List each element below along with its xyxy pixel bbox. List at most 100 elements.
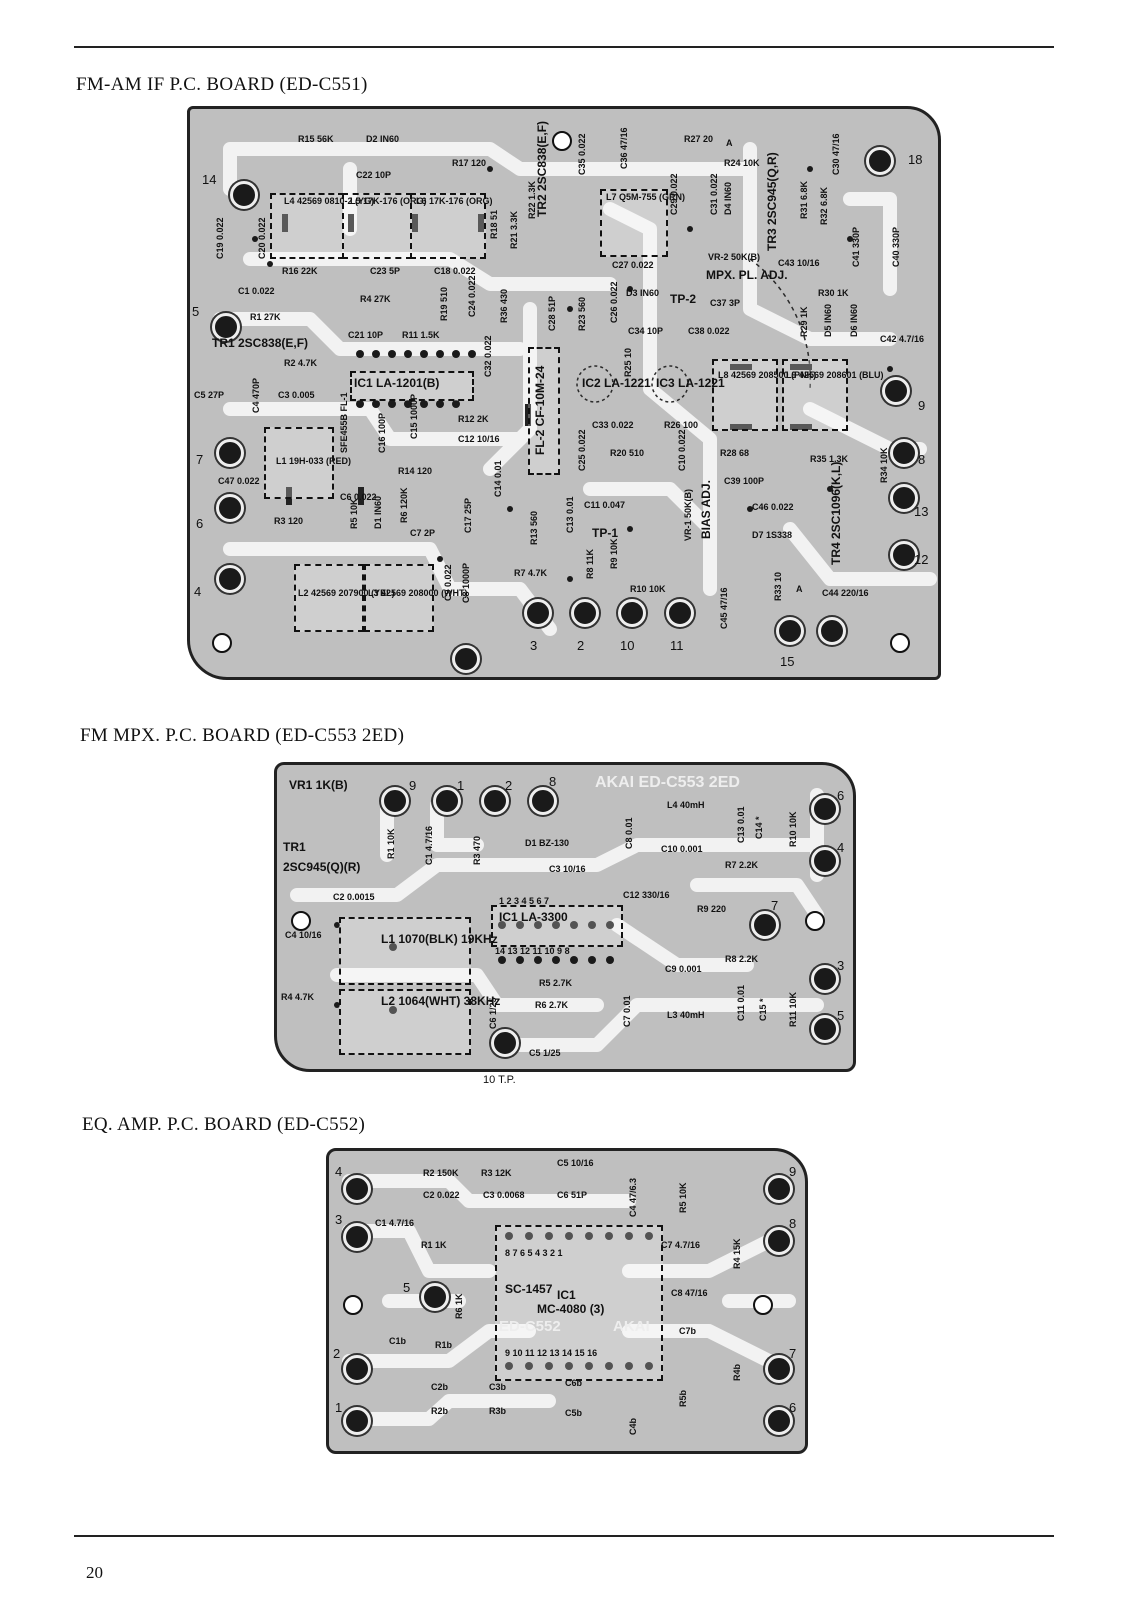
label-c10: C10 0.001 bbox=[661, 844, 703, 854]
terminal-8 bbox=[765, 1227, 793, 1255]
label-bias-adj: BIAS ADJ. bbox=[699, 480, 713, 539]
label-c23: C23 5P bbox=[370, 266, 401, 276]
label-r27: R27 20 bbox=[684, 134, 714, 144]
label-a: A bbox=[726, 138, 733, 148]
label-c36: C36 47/16 bbox=[619, 127, 629, 169]
label-l1: L1 19H-033 (RED) bbox=[276, 456, 352, 466]
label-c6: C6 1/25 bbox=[488, 997, 498, 1029]
label-r1: R1 1K bbox=[421, 1240, 447, 1250]
label-fl2: FL-2 CF-10M-24 bbox=[533, 365, 547, 455]
terminal-3 bbox=[343, 1223, 371, 1251]
terminal-3 bbox=[524, 599, 552, 627]
terminal-1 bbox=[433, 787, 461, 815]
label-r6: R6 120K bbox=[399, 487, 409, 523]
fm-am-if-traces bbox=[213, 142, 937, 636]
label-r7: R7 2.2K bbox=[725, 860, 759, 870]
label-l4: L4 42569 0810-2 (YG) bbox=[284, 196, 375, 206]
terminal-6 bbox=[765, 1407, 793, 1435]
terminal-unlabeled-2 bbox=[818, 617, 846, 645]
terminal-18 bbox=[866, 147, 894, 175]
fm-mpx-traces bbox=[290, 788, 824, 1052]
label-l3: L3 40mH bbox=[667, 1010, 705, 1020]
label-d3: D3 IN60 bbox=[626, 288, 660, 298]
label-ic2: IC2 LA-1221 bbox=[582, 376, 651, 390]
label-l1: L1 1070(BLK) 19KHz bbox=[381, 932, 498, 946]
label-mpx-pl-adj: MPX. PL. ADJ. bbox=[706, 268, 788, 282]
label-c19: C19 0.022 bbox=[215, 217, 225, 259]
board-brand: AKAI ED-C553 2ED bbox=[595, 774, 740, 791]
pin-label: 4 bbox=[194, 584, 202, 599]
label-ic1-bottom-pins: 9 10 11 12 13 14 15 16 bbox=[505, 1348, 598, 1358]
label-r10: R10 10K bbox=[630, 584, 666, 594]
pin-label: 2 bbox=[577, 638, 585, 653]
label-c8: C8 47/16 bbox=[671, 1288, 708, 1298]
pin-label: 13 bbox=[914, 504, 929, 519]
label-r5: R5 10K bbox=[349, 498, 359, 529]
label-r1b: R1b bbox=[435, 1340, 453, 1350]
label-c3: C3 0.005 bbox=[278, 390, 315, 400]
terminal-9 bbox=[381, 787, 409, 815]
pin-label: 4 bbox=[837, 840, 845, 855]
label-c6: C6 51P bbox=[557, 1190, 588, 1200]
label-c33: C33 0.022 bbox=[592, 420, 634, 430]
label-c31: C31 0.022 bbox=[709, 173, 719, 215]
mounting-hole bbox=[552, 131, 572, 151]
pin-label: 6 bbox=[196, 516, 204, 531]
terminal-5 bbox=[212, 313, 240, 341]
coil-l8-box bbox=[712, 359, 778, 431]
label-tr1-type: 2SC945(Q)(R) bbox=[283, 860, 361, 874]
terminal-8 bbox=[529, 787, 557, 815]
board-id: ED-C552 bbox=[499, 1318, 561, 1335]
label-c21: C21 10P bbox=[348, 330, 384, 340]
label-r10: R10 10K bbox=[788, 811, 798, 847]
label-c16: C16 100P bbox=[377, 412, 387, 453]
label-r2: R2 4.7K bbox=[284, 358, 318, 368]
label-c14: C14 * bbox=[754, 816, 764, 839]
pin-label: 8 bbox=[789, 1216, 797, 1231]
label-l3: L3 42569 208000 (WHT) bbox=[368, 588, 468, 598]
label-r12: R12 2K bbox=[458, 414, 489, 424]
label-c5: C5 27P bbox=[194, 390, 225, 400]
coil-l7-box bbox=[600, 189, 668, 257]
label-c1b: C1b bbox=[389, 1336, 407, 1346]
terminal-4 bbox=[343, 1175, 371, 1203]
mounting-hole bbox=[890, 633, 910, 653]
label-ic1: IC1 LA-1201(B) bbox=[354, 376, 440, 390]
pin-label: 7 bbox=[789, 1346, 797, 1361]
label-r17: R17 120 bbox=[452, 158, 487, 168]
label-r8: R8 11K bbox=[585, 548, 595, 579]
label-r11: R11 10K bbox=[788, 991, 798, 1027]
label-c13: C13 0.01 bbox=[565, 496, 575, 533]
pin-label: 11 bbox=[670, 638, 684, 653]
coil-l3-box bbox=[364, 564, 434, 632]
label-c2: C2 0.0015 bbox=[333, 892, 375, 902]
terminal-12 bbox=[890, 541, 918, 569]
label-r6: R6 2.7K bbox=[535, 1000, 569, 1010]
pin-label: 15 bbox=[780, 654, 795, 669]
label-c8: C8 0.01 bbox=[624, 817, 634, 849]
label-r4: R4 4.7K bbox=[281, 992, 315, 1002]
label-tr4: TR4 2SC1096(K,L) bbox=[829, 461, 843, 565]
pin-label: 4 bbox=[335, 1164, 343, 1179]
label-r31: R31 6.8K bbox=[799, 180, 809, 219]
label-c34: C34 10P bbox=[628, 326, 664, 336]
label-d7: D7 1S338 bbox=[752, 530, 793, 540]
label-r30: R30 1K bbox=[818, 288, 849, 298]
label-ic3: IC3 LA-1221 bbox=[656, 376, 725, 390]
label-r3: R3 470 bbox=[472, 835, 482, 865]
section-title-fm-am-if: FM-AM IF P.C. BOARD (ED-C551) bbox=[76, 74, 368, 95]
label-r4: R4 27K bbox=[360, 294, 391, 304]
terminal-1 bbox=[343, 1407, 371, 1435]
label-r2b: R2b bbox=[431, 1406, 449, 1416]
label-c3: C3 10/16 bbox=[549, 864, 586, 874]
top-rule bbox=[74, 46, 1054, 48]
terminal-15 bbox=[776, 617, 804, 645]
terminal-3 bbox=[811, 965, 839, 993]
label-d2: D2 IN60 bbox=[366, 134, 400, 144]
label-tr3: TR3 2SC945(Q,R) bbox=[765, 152, 779, 251]
mounting-hole bbox=[291, 911, 311, 931]
page-number: 20 bbox=[86, 1563, 103, 1582]
label-r1: R1 10K bbox=[386, 828, 396, 859]
label-c12: C12 330/16 bbox=[623, 890, 670, 900]
label-c17: C17 25P bbox=[463, 497, 473, 533]
